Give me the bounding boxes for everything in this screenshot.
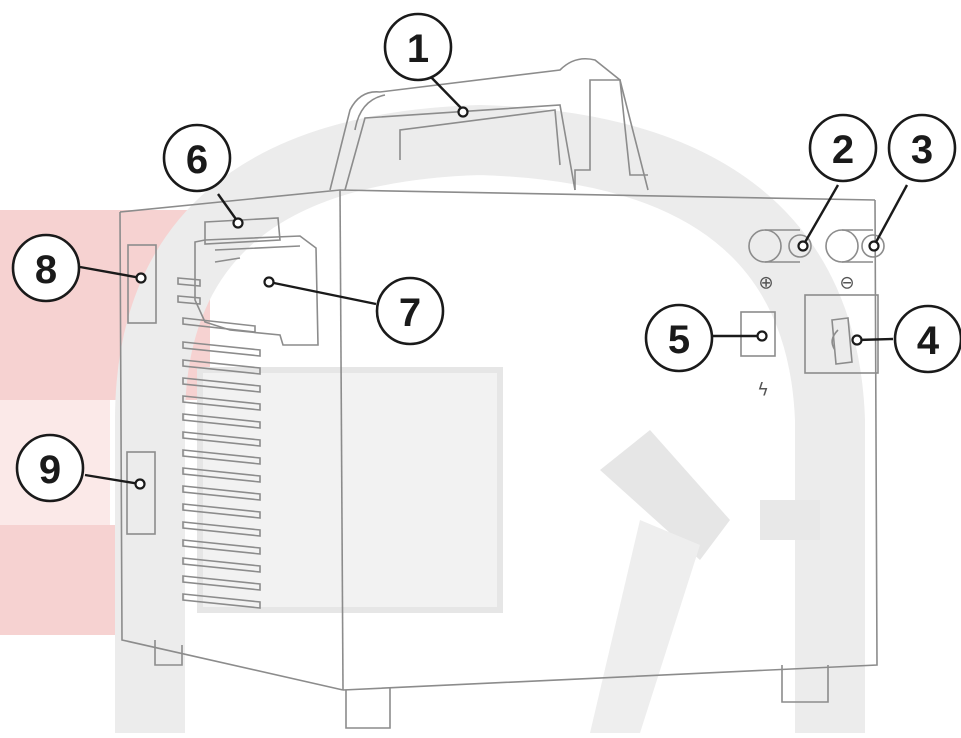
machine-body bbox=[119, 57, 885, 729]
leader-2 bbox=[802, 184, 840, 245]
callout-numbers: 1 2 3 4 5 6 7 8 9 bbox=[35, 27, 940, 492]
carry-handle bbox=[329, 57, 649, 191]
side-connector-8 bbox=[127, 244, 157, 324]
callout-circle-6 bbox=[162, 123, 232, 193]
negative-terminal-symbol: ⊖ bbox=[839, 273, 854, 294]
callout-circle-4 bbox=[893, 304, 961, 374]
front-corner-edge bbox=[339, 189, 344, 691]
leader-7 bbox=[268, 280, 377, 306]
leader-dot-8 bbox=[135, 272, 147, 284]
callout-label-2: 2 bbox=[832, 128, 854, 172]
leader-dot-9 bbox=[134, 478, 146, 490]
leader-6 bbox=[217, 193, 239, 223]
callout-circle-3 bbox=[887, 113, 957, 183]
callout-circle-5 bbox=[644, 303, 714, 373]
indicator-lamp-housing bbox=[740, 311, 776, 357]
leader-3 bbox=[873, 184, 909, 245]
indicator-symbol: ϟ bbox=[757, 380, 769, 401]
cable-holder-assembly bbox=[194, 217, 319, 346]
leader-8 bbox=[79, 265, 142, 280]
callout-circle-2 bbox=[808, 113, 878, 183]
main-switch-housing bbox=[804, 294, 879, 374]
leader-dot-5 bbox=[756, 330, 768, 342]
welding-torch-icon bbox=[590, 430, 820, 733]
callout-circle-7 bbox=[375, 276, 445, 346]
side-vents bbox=[177, 277, 261, 609]
callout-circles bbox=[11, 12, 961, 503]
leader-9 bbox=[84, 473, 141, 486]
positive-terminal-symbol: ⊕ bbox=[758, 273, 773, 294]
callout-label-8: 8 bbox=[35, 248, 57, 292]
foot-left bbox=[154, 640, 183, 666]
leader-dot-1 bbox=[457, 106, 469, 118]
foot-front-right bbox=[781, 665, 829, 703]
callout-label-5: 5 bbox=[668, 318, 690, 362]
side-connector-9 bbox=[126, 451, 156, 535]
callout-circle-1 bbox=[383, 12, 453, 82]
front-panel bbox=[342, 199, 878, 691]
leader-dot-7 bbox=[263, 276, 275, 288]
callout-label-9: 9 bbox=[39, 448, 61, 492]
callout-label-3: 3 bbox=[911, 128, 933, 172]
leader-dot-3 bbox=[868, 240, 880, 252]
leader-dot-2 bbox=[797, 240, 809, 252]
leader-1 bbox=[427, 73, 464, 111]
callout-label-7: 7 bbox=[399, 291, 421, 335]
leader-4 bbox=[856, 337, 894, 342]
watermark-screen bbox=[197, 367, 503, 613]
callout-circle-9 bbox=[15, 433, 85, 503]
watermark bbox=[0, 104, 865, 733]
callout-label-6: 6 bbox=[186, 138, 208, 182]
foot-front-left bbox=[345, 688, 391, 729]
callout-leaders bbox=[79, 73, 909, 486]
callout-label-4: 4 bbox=[917, 319, 940, 363]
leader-dot-6 bbox=[232, 217, 244, 229]
left-side-panel bbox=[119, 211, 344, 691]
callout-label-1: 1 bbox=[407, 27, 429, 71]
leader-dots bbox=[134, 106, 880, 490]
callout-circle-8 bbox=[11, 233, 81, 303]
output-terminals bbox=[748, 229, 885, 263]
leader-dot-4 bbox=[851, 334, 863, 346]
